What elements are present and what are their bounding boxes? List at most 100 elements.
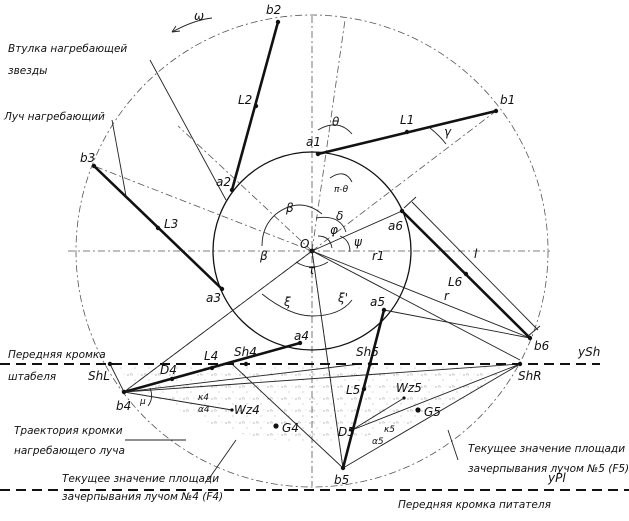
label-xi: ξ bbox=[283, 295, 291, 309]
label-yPl: yPl bbox=[547, 471, 566, 485]
label-D4: D4 bbox=[160, 363, 177, 377]
point-b1 bbox=[493, 108, 499, 114]
arc-mu bbox=[147, 387, 153, 407]
leader-area4 bbox=[207, 439, 237, 481]
point-b4 bbox=[121, 389, 127, 395]
line-b5-ShR bbox=[342, 363, 521, 469]
label-gamma: γ bbox=[444, 125, 452, 139]
label-r1: r1 bbox=[372, 249, 385, 263]
note-stack-line2: штабеля bbox=[8, 371, 56, 383]
radial-b1 bbox=[311, 110, 497, 252]
arc-xi bbox=[261, 293, 313, 317]
point-W5 bbox=[402, 396, 406, 400]
label-b5: b5 bbox=[334, 473, 349, 487]
leader-area5 bbox=[447, 429, 459, 461]
point-L1 bbox=[404, 129, 410, 135]
point-L4 bbox=[209, 365, 215, 371]
arc-beta2 bbox=[261, 213, 277, 247]
label-ySh: ySh bbox=[577, 345, 600, 359]
label-l: l bbox=[474, 247, 478, 261]
label-a6: a6 bbox=[388, 219, 403, 233]
line-O-b4 bbox=[123, 250, 313, 393]
label-a4: a4 bbox=[294, 329, 309, 343]
scooping-area bbox=[110, 364, 520, 442]
label-b3: b3 bbox=[80, 151, 95, 165]
label-L5: L5 bbox=[346, 383, 360, 397]
label-W5: Wz5 bbox=[396, 381, 422, 395]
note-hub-line1: Втулка нагребающей bbox=[8, 43, 127, 55]
point-L6 bbox=[463, 271, 469, 277]
note-trajectory-line1: Траектория кромки bbox=[14, 425, 123, 437]
arc-pi-theta bbox=[329, 173, 353, 183]
line-Sh4-b5 bbox=[231, 363, 344, 469]
label-D5: D5 bbox=[338, 425, 355, 439]
label-beta: β bbox=[285, 201, 294, 215]
note-stack-line1: Передняя кромка bbox=[8, 349, 106, 361]
note-ray: Луч нагребающий bbox=[3, 111, 105, 123]
dimension-l-tick1 bbox=[403, 196, 417, 209]
note-trajectory-line2: нагребающего луча bbox=[14, 445, 125, 457]
point-Sh5 bbox=[367, 361, 373, 367]
label-pi-theta: π-θ bbox=[334, 185, 349, 195]
line-b4-ShL bbox=[109, 363, 125, 393]
label-alpha4: α4 bbox=[198, 405, 210, 415]
line-W5 bbox=[351, 397, 405, 431]
point-a6 bbox=[399, 208, 405, 214]
arc-beta bbox=[275, 204, 323, 215]
arc-phi bbox=[317, 235, 333, 249]
label-kappa5: κ5 bbox=[384, 425, 395, 435]
label-Sh5: Sh5 bbox=[356, 345, 379, 359]
label-ShR: ShR bbox=[518, 369, 542, 383]
label-mu: μ bbox=[139, 397, 146, 407]
radius-r1 bbox=[311, 210, 403, 252]
label-a1: a1 bbox=[306, 135, 321, 149]
line-W4 bbox=[123, 391, 233, 411]
point-a5 bbox=[381, 307, 387, 313]
label-L4: L4 bbox=[204, 349, 218, 363]
arrow-omega bbox=[171, 25, 181, 33]
dimension-l bbox=[411, 201, 539, 331]
label-theta: θ bbox=[332, 115, 340, 129]
label-L3: L3 bbox=[164, 217, 178, 231]
label-O: O bbox=[300, 237, 309, 251]
label-omega: ω bbox=[194, 9, 204, 23]
radius-r bbox=[311, 250, 531, 339]
note-area4-line2: зачерпывания лучом №4 (F4) bbox=[62, 491, 223, 503]
point-b5 bbox=[340, 465, 346, 471]
point-L3 bbox=[155, 225, 161, 231]
point-D5 bbox=[349, 427, 355, 433]
arc-xi-prime bbox=[311, 299, 353, 317]
arc-psi bbox=[339, 235, 351, 253]
line-b4-Sh5 bbox=[123, 363, 361, 393]
point-L2 bbox=[253, 103, 259, 109]
label-G4: G4 bbox=[282, 421, 299, 435]
point-Sh4 bbox=[243, 361, 249, 367]
line-a5-b6 bbox=[383, 309, 531, 339]
arc-tau bbox=[295, 261, 329, 268]
point-b6 bbox=[527, 335, 533, 341]
label-r: r bbox=[444, 289, 450, 303]
label-beta2: β bbox=[259, 249, 268, 263]
label-L1: L1 bbox=[400, 113, 414, 127]
dimension-l-tick2 bbox=[527, 325, 541, 337]
point-a2 bbox=[229, 187, 235, 193]
radial-a2 bbox=[177, 125, 313, 252]
hub-circle bbox=[212, 151, 412, 351]
label-xi-prime: ξ' bbox=[337, 291, 348, 305]
note-feeder: Передняя кромка питателя bbox=[398, 499, 551, 511]
label-psi: ψ bbox=[354, 235, 363, 249]
point-a3 bbox=[219, 286, 225, 292]
point-b2 bbox=[275, 19, 281, 25]
point-L5 bbox=[361, 386, 367, 392]
label-a5: a5 bbox=[370, 295, 385, 309]
leader-ray bbox=[111, 119, 127, 197]
line-O-b6 bbox=[311, 250, 521, 361]
point-a1 bbox=[315, 151, 321, 157]
leader-hub bbox=[149, 59, 227, 201]
point-W4 bbox=[230, 408, 234, 412]
label-W4: Wz4 bbox=[234, 403, 260, 417]
label-b6: b6 bbox=[534, 339, 550, 353]
label-alpha5: α5 bbox=[372, 437, 384, 447]
line-O-b5 bbox=[311, 250, 344, 469]
